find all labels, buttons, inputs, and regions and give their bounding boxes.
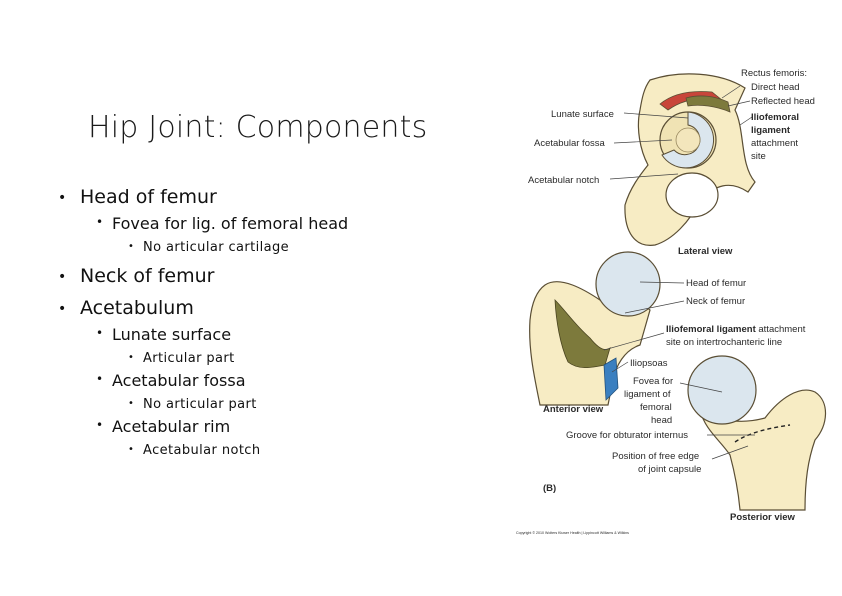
- label-iliofemoral-ligament: Iliofemoral ligament attachment: [666, 324, 806, 335]
- label-position-2: of joint capsule: [638, 464, 701, 475]
- label-fovea-4: head: [651, 415, 672, 426]
- bullet-no-articular-part: No articular part: [143, 397, 257, 412]
- bullet-dot: •: [128, 444, 134, 455]
- label-iliofemoral-1: Iliofemoral: [751, 112, 799, 123]
- bullet-acetabulum: Acetabulum: [80, 297, 194, 319]
- label-attachment-2: site: [751, 151, 766, 162]
- hip-anatomy-figure: Rectus femoris: Direct head Reflected he…: [516, 68, 827, 535]
- bullet-dot: •: [58, 269, 67, 285]
- bullet-head-of-femur: Head of femur: [80, 186, 217, 208]
- label-lunate-surface: Lunate surface: [551, 109, 614, 120]
- label-fovea-2: ligament of: [624, 389, 671, 400]
- bullet-neck-of-femur: Neck of femur: [80, 265, 215, 287]
- bullet-dot: •: [96, 372, 104, 386]
- label-position-1: Position of free edge: [612, 451, 699, 462]
- slide-title: Hip Joint: Components: [88, 110, 428, 145]
- label-lateral-view: Lateral view: [678, 246, 733, 257]
- bullet-dot: •: [96, 326, 104, 340]
- label-fovea-3: femoral: [640, 402, 672, 413]
- leader-lines: [603, 85, 755, 460]
- label-posterior-view: Posterior view: [730, 512, 796, 523]
- hip-bone-lateral: [624, 73, 756, 246]
- label-iliofemoral-2: ligament: [751, 125, 791, 136]
- femur-posterior: [687, 355, 827, 511]
- bullet-fovea: Fovea for lig. of femoral head: [112, 214, 349, 233]
- label-intertrochanteric: site on intertrochanteric line: [666, 337, 782, 348]
- label-neck-of-femur: Neck of femur: [686, 296, 745, 307]
- bullet-articular-part: Articular part: [143, 351, 235, 366]
- bullet-dot: •: [128, 398, 134, 409]
- label-iliofemoral-ligament-rest: attachment: [756, 324, 806, 335]
- bullet-acetabular-fossa: Acetabular fossa: [112, 371, 246, 390]
- bullet-dot: •: [128, 241, 134, 252]
- label-direct-head: Direct head: [751, 82, 800, 93]
- label-attachment-1: attachment: [751, 138, 798, 149]
- bullet-dot: •: [58, 190, 67, 206]
- label-iliofemoral-ligament-bold: Iliofemoral ligament: [666, 324, 757, 335]
- bullet-acetabular-notch: Acetabular notch: [143, 443, 261, 458]
- bullet-lunate-surface: Lunate surface: [112, 325, 232, 344]
- label-anterior-view: Anterior view: [543, 404, 604, 415]
- bullet-dot: •: [58, 301, 67, 317]
- femur-anterior: [529, 251, 661, 406]
- label-head-of-femur: Head of femur: [686, 278, 746, 289]
- label-panel-b: (B): [543, 483, 556, 494]
- label-acetabular-notch: Acetabular notch: [528, 175, 599, 186]
- label-iliopsoas: Iliopsoas: [630, 358, 668, 369]
- bullet-dot: •: [96, 215, 104, 229]
- label-fovea-1: Fovea for: [633, 376, 673, 387]
- bullet-no-articular-cartilage: No articular cartilage: [143, 240, 290, 255]
- label-acetabular-fossa: Acetabular fossa: [534, 138, 605, 149]
- label-copyright: Copyright © 2010 Wolters Kluwer Health |…: [516, 531, 629, 535]
- label-groove-obturator: Groove for obturator internus: [566, 430, 688, 441]
- bullet-dot: •: [128, 352, 134, 363]
- bullet-dot: •: [96, 418, 104, 432]
- label-rectus-femoris: Rectus femoris:: [741, 68, 807, 79]
- bullet-acetabular-rim: Acetabular rim: [112, 417, 231, 436]
- label-reflected-head: Reflected head: [751, 96, 815, 107]
